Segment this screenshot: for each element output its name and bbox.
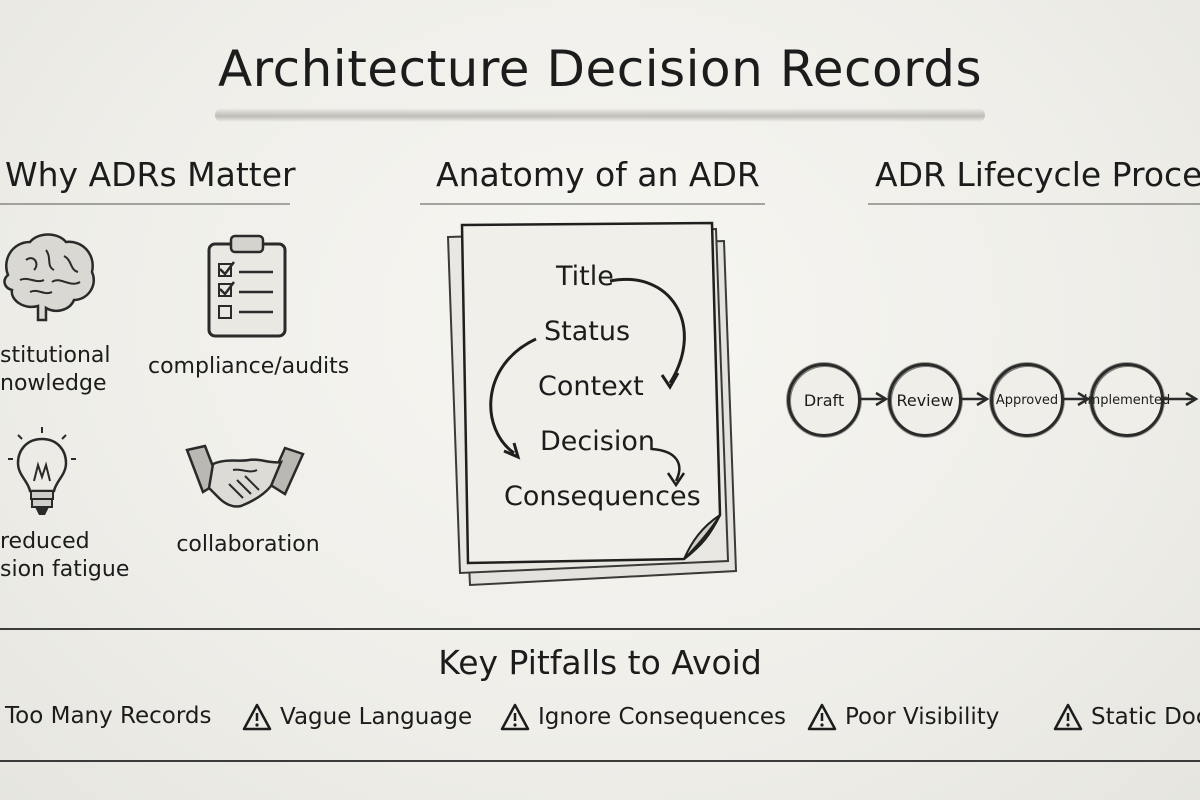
label-compliance-audits: compliance/audits [148,354,350,379]
warning-icon [807,703,837,731]
brain-icon [0,230,100,329]
clipboard-checklist-icon [205,232,289,344]
lifecycle-stage-approved: Approved [990,363,1064,437]
title-underline [215,108,985,122]
anatomy-item-context: Context [538,371,644,402]
pitfall-vague-language: Vague Language [242,703,472,731]
lifecycle-stage-draft: Draft [787,363,861,437]
warning-icon [242,703,272,731]
pitfall-too-many-records: Too Many Records [5,703,212,729]
anatomy-item-title: Title [556,261,614,292]
label-collaboration: collaboration [176,532,320,557]
pitfalls-title: Key Pitfalls to Avoid [438,643,762,682]
adr-document: Title Status Context Decision Consequenc… [440,215,750,595]
section-title-lifecycle: ADR Lifecycle Proces [875,155,1200,194]
pitfall-ignore-consequences: Ignore Consequences [500,703,786,731]
page-title: Architecture Decision Records [217,40,983,98]
section-title-why: Why ADRs Matter [5,155,296,194]
anatomy-item-consequences: Consequences [504,481,701,512]
lightbulb-icon [8,425,76,529]
pitfalls-top-border [0,628,1200,630]
section-underline-anatomy [420,203,765,205]
anatomy-item-decision: Decision [540,426,655,457]
lifecycle-stage-implemented: Implemented [1084,363,1170,437]
section-underline-why [0,203,290,205]
handshake-icon [185,440,305,522]
warning-icon [1053,703,1083,731]
warning-icon [500,703,530,731]
section-title-anatomy: Anatomy of an ADR [436,155,760,194]
section-underline-lifecycle [868,203,1200,205]
pitfall-poor-visibility: Poor Visibility [807,703,999,731]
pitfalls-bottom-border [0,760,1200,762]
label-reduced-decision-fatigue: reduced sion fatigue [0,529,130,582]
pitfall-static-doc: Static Doc [1053,703,1200,731]
anatomy-item-status: Status [544,316,631,347]
label-institutional-knowledge: stitutional nowledge [0,343,111,396]
lifecycle-stage-review: Review [888,363,962,437]
